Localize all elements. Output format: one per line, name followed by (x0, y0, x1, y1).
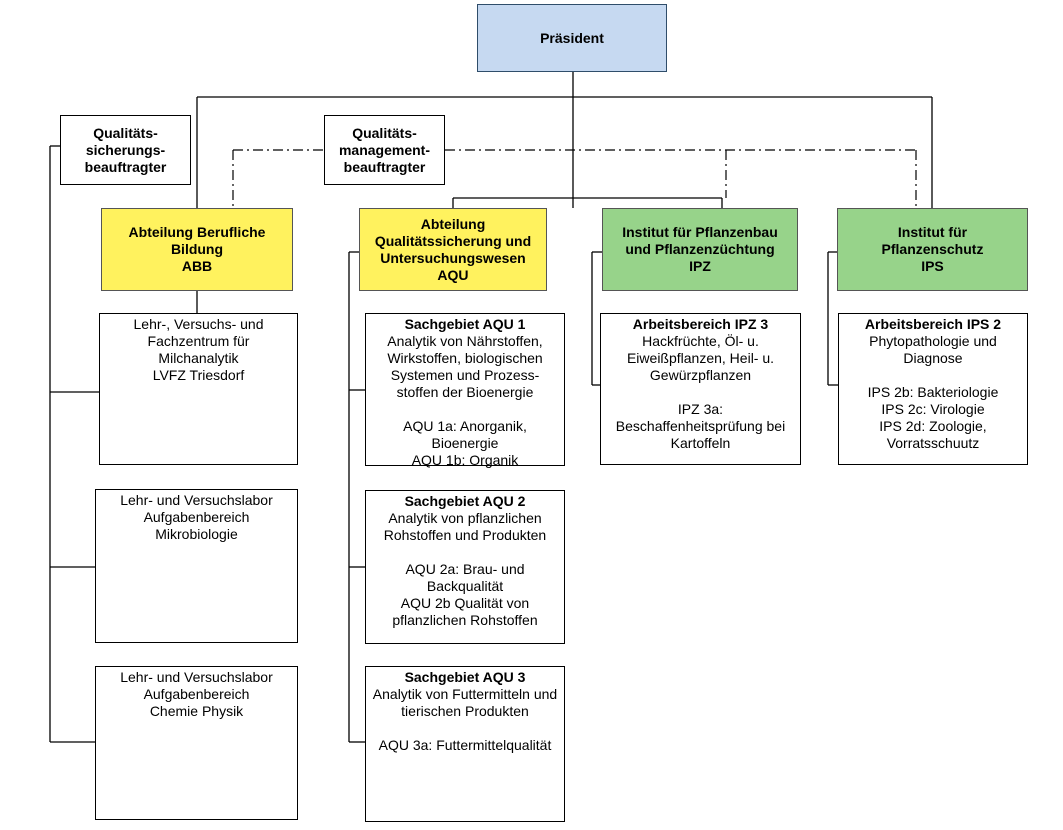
department-abb-label: Abteilung Berufliche Bildung ABB (128, 224, 266, 274)
abb-unit-lvfz: Lehr-, Versuchs- und Fachzentrum für Mil… (99, 313, 298, 465)
aqu-unit-2-text: Analytik von pflanzlichen Rohstoffen und… (383, 510, 547, 628)
abb-unit-mikrobiologie-text: Lehr- und Versuchslabor Aufgabenbereich … (120, 492, 273, 542)
ipz-unit-3-text: Hackfrüchte, Öl- u. Eiweißpflanzen, Heil… (615, 333, 786, 451)
qs-beauftragter-label: Qualitäts- sicherungs- beauftragter (84, 124, 167, 175)
aqu-unit-3-title: Sachgebiet AQU 3 (404, 669, 526, 685)
qm-beauftragter-box: Qualitäts- management- beauftragter (324, 115, 445, 185)
ips-unit-2: Arbeitsbereich IPS 2 Phytopathologie und… (838, 313, 1028, 465)
ips-unit-2-title: Arbeitsbereich IPS 2 (864, 316, 1002, 332)
abb-unit-chemie-physik-text: Lehr- und Versuchslabor Aufgabenbereich … (120, 669, 273, 719)
department-aqu-label: Abteilung Qualitätssicherung und Untersu… (374, 215, 532, 283)
ipz-unit-3: Arbeitsbereich IPZ 3 Hackfrüchte, Öl- u.… (600, 313, 801, 465)
aqu-unit-2: Sachgebiet AQU 2 Analytik von pflanzlich… (365, 490, 565, 644)
institute-ips-label: Institut für Pflanzenschutz IPS (881, 224, 984, 274)
aqu-unit-1-title: Sachgebiet AQU 1 (404, 316, 526, 332)
qm-beauftragter-label: Qualitäts- management- beauftragter (338, 124, 431, 175)
abb-unit-lvfz-text: Lehr-, Versuchs- und Fachzentrum für Mil… (133, 316, 264, 383)
department-abb: Abteilung Berufliche Bildung ABB (101, 208, 293, 291)
aqu-unit-1: Sachgebiet AQU 1 Analytik von Nährstoffe… (365, 313, 565, 468)
ips-unit-2-text: Phytopathologie und Diagnose IPS 2b: Bak… (867, 333, 999, 451)
ipz-unit-3-title: Arbeitsbereich IPZ 3 (632, 316, 769, 332)
aqu-unit-1-text: Analytik von Nährstoffen, Wirkstoffen, b… (387, 333, 543, 468)
president-box: Präsident (477, 4, 667, 72)
aqu-unit-3-text: Analytik von Futtermitteln und tierische… (372, 686, 558, 753)
qs-beauftragter-box: Qualitäts- sicherungs- beauftragter (60, 115, 191, 185)
institute-ipz: Institut für Pflanzenbau und Pflanzenzüc… (602, 208, 798, 291)
president-label: Präsident (540, 29, 604, 46)
institute-ipz-label: Institut für Pflanzenbau und Pflanzenzüc… (622, 224, 778, 274)
aqu-unit-2-title: Sachgebiet AQU 2 (404, 493, 526, 509)
abb-unit-chemie-physik: Lehr- und Versuchslabor Aufgabenbereich … (95, 666, 298, 820)
institute-ips: Institut für Pflanzenschutz IPS (837, 208, 1028, 291)
department-aqu: Abteilung Qualitätssicherung und Untersu… (359, 208, 547, 291)
aqu-unit-3: Sachgebiet AQU 3 Analytik von Futtermitt… (365, 666, 565, 822)
abb-unit-mikrobiologie: Lehr- und Versuchslabor Aufgabenbereich … (95, 489, 298, 643)
